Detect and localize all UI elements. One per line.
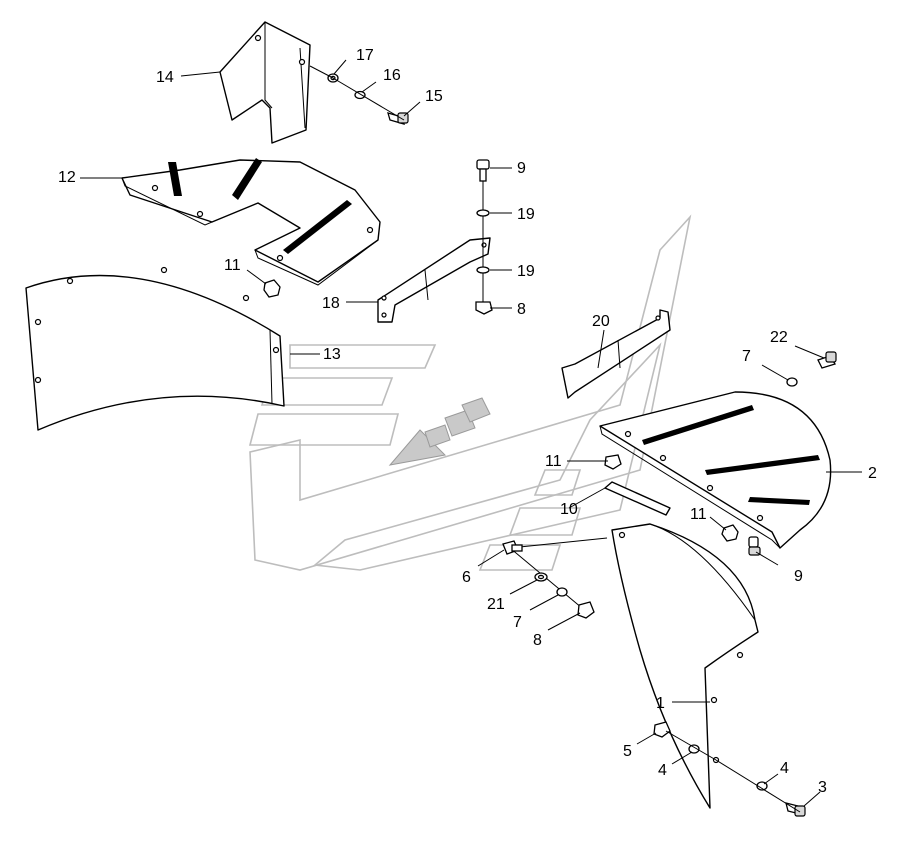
callout-19-lower: 19 [517,263,535,280]
bolt-9-right [748,536,761,556]
deflector-plate-12 [121,158,381,286]
nut-5 [653,721,671,738]
callout-17: 17 [356,47,374,64]
callout-13: 13 [323,346,341,363]
nut-8-top [475,301,493,315]
callout-7-right: 7 [742,348,751,365]
washer-17 [327,73,339,83]
nut-11-middle [604,454,622,470]
bracket-plate-14 [219,21,311,144]
nut-11-top [263,279,281,298]
callout-4-left: 4 [658,762,667,779]
callout-11-top: 11 [224,257,241,274]
callout-14: 14 [156,69,174,86]
callout-16: 16 [383,67,401,84]
watermark-logo [248,214,692,571]
callout-5: 5 [623,743,632,760]
curved-shield-13 [25,266,285,431]
washer-4-left [688,744,700,754]
callout-18: 18 [322,295,340,312]
callout-9-top: 9 [517,160,526,177]
callout-12: 12 [58,169,76,186]
callout-20: 20 [592,313,610,330]
washer-16 [354,90,366,100]
strap-20 [561,309,671,399]
callout-8-lower: 8 [533,632,542,649]
bracket-10 [604,481,671,516]
washer-7-lower [556,587,568,597]
callout-15: 15 [425,88,443,105]
bolt-22 [817,351,837,369]
washer-21 [534,572,548,582]
callout-2: 2 [868,465,877,482]
callout-1: 1 [656,695,665,712]
callout-19-upper: 19 [517,206,535,223]
nut-8-lower [577,601,595,619]
callout-11-middle: 11 [545,453,562,470]
washer-19-upper [476,209,490,217]
nut-11-right [721,524,739,542]
callout-11-right: 11 [690,506,707,523]
callout-10: 10 [560,501,578,518]
deflector-plate-2 [599,391,832,549]
callout-8-top: 8 [517,301,526,318]
callout-6: 6 [462,569,471,586]
bolt-15 [387,112,409,125]
callout-9-right: 9 [794,568,803,585]
bolt-9-top [476,159,490,182]
callout-4-right: 4 [780,760,789,777]
callout-3: 3 [818,779,827,796]
callout-7-lower: 7 [513,614,522,631]
callout-22: 22 [770,329,788,346]
washer-7-right [786,377,798,387]
bolt-6 [502,540,523,555]
curved-shield-1 [611,523,759,809]
bolt-3 [785,802,806,817]
callout-21: 21 [487,596,505,613]
strap-18 [377,237,491,323]
washer-19-lower [476,266,490,274]
